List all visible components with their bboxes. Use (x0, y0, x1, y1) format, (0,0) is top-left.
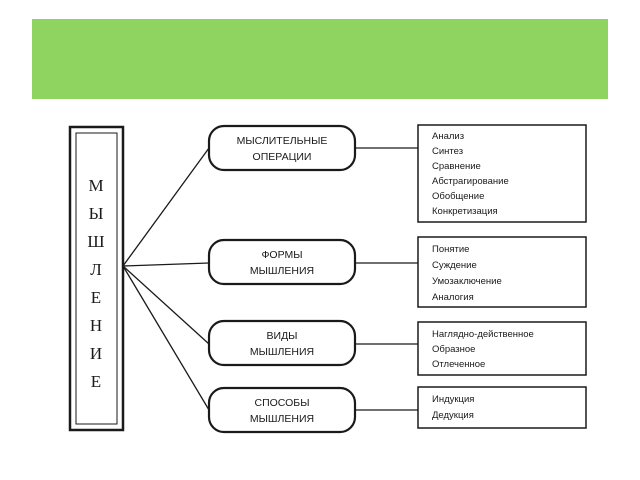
main-box-outer (68, 125, 125, 432)
list-item: Наглядно-действенное (432, 329, 534, 340)
category-box (207, 124, 357, 172)
main-box-inner (75, 132, 118, 425)
item-list-box (417, 386, 587, 429)
header-banner (32, 19, 608, 99)
category-box (207, 386, 357, 434)
list-item: Сравнение (432, 161, 481, 172)
category-box (207, 319, 357, 367)
main-title-letter: Е (91, 372, 101, 391)
connector-line (122, 147, 210, 267)
list-item: Абстрагирование (432, 176, 509, 187)
list-item: Дедукция (432, 410, 474, 421)
category-label-line: ВИДЫ (267, 330, 298, 342)
category-label-line: СПОСОБЫ (254, 397, 309, 409)
list-item: Отлеченное (432, 359, 485, 370)
main-title-letter: Е (91, 288, 101, 307)
main-title-letters: М Ы Ш Л Е Н И Е (87, 176, 104, 391)
list-item: Обобщение (432, 191, 484, 202)
main-concept-box: М Ы Ш Л Е Н И Е (68, 125, 125, 432)
category-label-line: МЫШЛЕНИЯ (250, 346, 314, 358)
main-title-letter: Ш (87, 232, 104, 251)
main-title-letter: Н (90, 316, 102, 335)
category-thinking-methods: СПОСОБЫ МЫШЛЕНИЯ Индукция Дедукция (207, 386, 587, 434)
item-list-box (417, 124, 587, 223)
category-thinking-forms: ФОРМЫ МЫШЛЕНИЯ Понятие Суждение Умозаклю… (207, 236, 587, 308)
category-label-line: ФОРМЫ (261, 249, 302, 261)
category-box (207, 238, 357, 286)
main-title-letter: М (88, 176, 103, 195)
list-item: Умозаключение (432, 276, 502, 287)
item-list-box (417, 236, 587, 308)
item-list-box (417, 321, 587, 376)
list-item: Конкретизация (432, 206, 498, 217)
category-label-line: МЫШЛЕНИЯ (250, 265, 314, 277)
category-label-line: ОПЕРАЦИИ (253, 151, 312, 163)
connector-line (122, 265, 210, 345)
list-item: Образное (432, 344, 475, 355)
connector-line (122, 262, 210, 267)
list-item: Суждение (432, 260, 477, 271)
fan-connectors (122, 147, 210, 411)
connector-line (122, 265, 210, 411)
list-item: Анализ (432, 131, 464, 142)
category-label-line: МЫШЛЕНИЯ (250, 413, 314, 425)
list-item: Аналогия (432, 292, 474, 303)
main-title-letter: И (90, 344, 102, 363)
category-label-line: МЫСЛИТЕЛЬНЫЕ (237, 135, 328, 147)
list-item: Индукция (432, 394, 474, 405)
main-title-letter: Ы (89, 204, 104, 223)
list-item: Синтез (432, 146, 463, 157)
category-thinking-operations: МЫСЛИТЕЛЬНЫЕ ОПЕРАЦИИ Анализ Синтез Срав… (207, 124, 587, 223)
main-title-letter: Л (90, 260, 102, 279)
category-thinking-types: ВИДЫ МЫШЛЕНИЯ Наглядно-действенное Образ… (207, 319, 587, 376)
list-item: Понятие (432, 244, 469, 255)
